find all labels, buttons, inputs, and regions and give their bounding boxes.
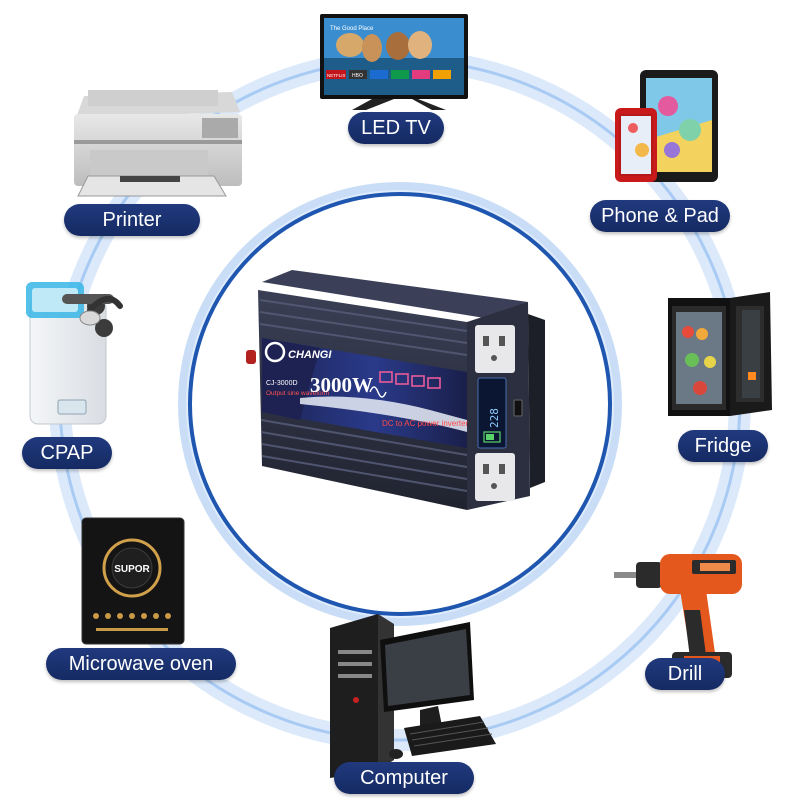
outlet-bottom <box>475 453 515 501</box>
inverter-power: 3000W <box>310 373 373 397</box>
tv-app-hbo: HBO <box>352 73 363 79</box>
led-tv-device: The Good Place NETFLIX HBO <box>320 14 468 110</box>
label-phone-pad: Phone & Pad <box>590 200 730 232</box>
lcd-display <box>477 377 507 449</box>
inverter-model: CJ-3000D <box>266 380 298 387</box>
label-microwave-oven: Microwave oven <box>46 648 236 680</box>
tv-app-netflix: NETFLIX <box>327 73 346 78</box>
computer-device <box>330 614 496 778</box>
fridge-device <box>668 292 772 416</box>
label-cpap: CPAP <box>22 437 112 469</box>
label-drill: Drill <box>645 658 725 690</box>
inverter-waveform: Output sine waveform <box>266 390 329 397</box>
printer-device <box>74 90 242 197</box>
phone-pad-device <box>615 70 718 182</box>
label-fridge: Fridge <box>678 430 768 462</box>
power-switch <box>513 399 523 417</box>
indicator-boxes <box>379 371 441 389</box>
label-printer: Printer <box>64 204 200 236</box>
microwave-brand: SUPOR <box>114 564 150 575</box>
outlet-top <box>475 325 515 373</box>
inverter-brand: CHANGI <box>288 349 332 361</box>
label-computer: Computer <box>334 762 474 794</box>
tv-show-title: The Good Place <box>330 26 374 32</box>
label-led-tv: LED TV <box>348 112 444 144</box>
microwave-oven-device: SUPOR <box>81 517 185 645</box>
inverter-function: DC to AC power inverter <box>382 419 469 428</box>
cpap-device <box>26 282 123 425</box>
drill-device <box>614 554 742 678</box>
power-inverter: CHANGI CJ-3000D Output sine waveform 300… <box>246 270 545 510</box>
lcd-value: 228 <box>488 408 501 428</box>
